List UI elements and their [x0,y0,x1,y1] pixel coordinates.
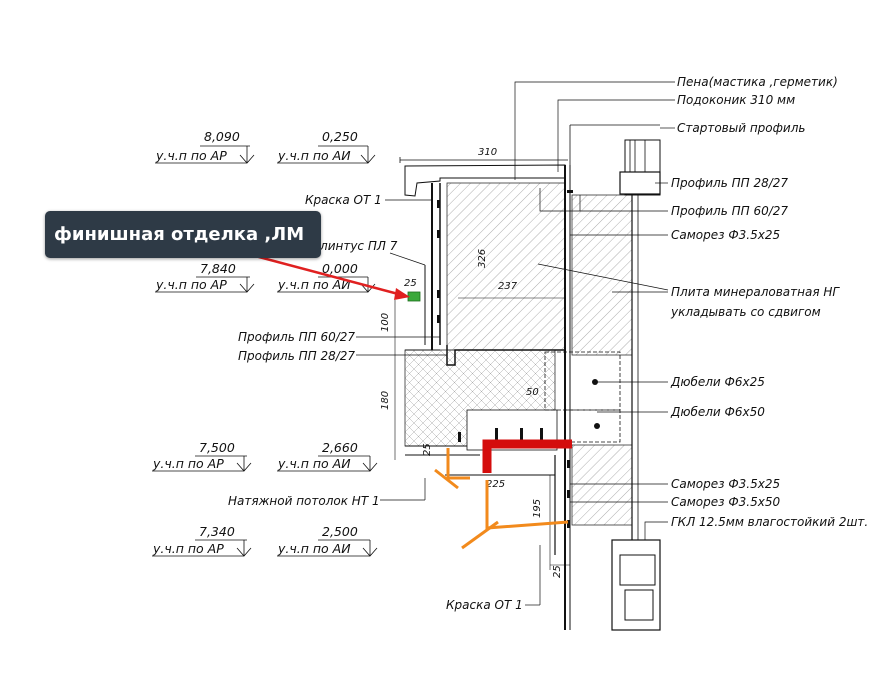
level-value: 0,250 [322,129,358,144]
dim-237: 237 [498,281,518,292]
label-plita2: укладывать со сдвигом [670,305,821,319]
level-mark-7840: 7,840 у.ч.п по АР [155,261,255,293]
level-mark-7340: 7,340 у.ч.п по АР [152,524,252,557]
level-label: у.ч.п по АР [152,456,224,471]
level-mark-0250: 0,250 у.ч.п по АИ [277,129,376,164]
annotation-tooltip: финишная отделка ,ЛМ [45,211,321,258]
label-samorez2: Саморез Ф3.5х25 [671,477,780,491]
left-callouts: Краска ОТ 1 Плинтус ПЛ 7 Профиль ПП 60/2… [228,193,541,612]
level-value: 0,000 [322,261,358,276]
level-label: у.ч.п по АР [155,277,227,292]
label-plintus: Плинтус ПЛ 7 [311,239,398,253]
label-samorez1: Саморез Ф3.5х25 [671,228,780,242]
label-kraska-bottom: Краска ОТ 1 [446,598,523,612]
level-label: у.ч.п по АИ [277,541,351,556]
dim-25b: 25 [422,443,433,456]
level-label: у.ч.п по АР [152,541,224,556]
level-mark-7500: 7,500 у.ч.п по АР [152,440,252,472]
level-value: 7,840 [200,261,236,276]
label-potolok: Натяжной потолок НТ 1 [228,494,380,508]
level-label: у.ч.п по АР [155,148,227,163]
red-profile-markup [482,439,572,473]
level-value: 7,340 [199,524,235,539]
dim-326: 326 [477,249,488,268]
dim-25a: 25 [404,278,417,289]
label-pena: Пена(мастика ,герметик) [677,75,838,89]
level-label: у.ч.п по АИ [277,456,351,471]
label-pp60: Профиль ПП 60/27 [671,204,788,218]
level-label: у.ч.п по АИ [277,277,351,292]
dim-25c: 25 [552,565,563,578]
dim-310: 310 [478,147,497,158]
dim-180: 180 [380,391,391,410]
label-dubeli2: Дюбели Ф6х50 [670,405,765,419]
level-mark-8090: 8,090 у.ч.п по АР [155,129,255,164]
dim-50: 50 [526,387,539,398]
level-value: 7,500 [199,440,235,455]
dim-195: 195 [532,499,543,518]
label-plita1: Плита минераловатная НГ [671,285,840,299]
label-kraska-top: Краска ОТ 1 [305,193,382,207]
dim-225: 225 [486,479,505,490]
label-podokonnik: Подоконик 310 мм [677,93,795,107]
label-dubeli1: Дюбели Ф6х25 [670,375,765,389]
green-marker [407,291,421,302]
level-value: 2,660 [322,440,358,455]
window-frame [569,124,661,631]
dimensions: 326 237 25 100 180 50 25 225 195 25 [380,249,570,578]
dim-100: 100 [380,313,391,332]
level-mark-2500: 2,500 у.ч.п по АИ [277,524,378,557]
label-profil-28: Профиль ПП 28/27 [238,349,355,363]
level-value: 8,090 [204,129,240,144]
level-value: 2,500 [322,524,358,539]
fasteners [437,190,600,528]
right-callouts: Пена(мастика ,герметик) Подоконик 310 мм… [514,75,868,540]
label-pp28: Профиль ПП 28/27 [671,176,788,190]
label-profil-60: Профиль ПП 60/27 [238,330,355,344]
red-pointer-arrow [239,250,410,300]
level-mark-2660: 2,660 у.ч.п по АИ [277,440,378,472]
orange-markup [434,448,569,550]
label-gkl: ГКЛ 12.5мм влагостойкий 2шт. [671,515,868,529]
label-startovy: Стартовый профиль [677,121,805,135]
level-mark-0000: 0,000 у.ч.п по АИ [277,261,376,293]
label-samorez3: Саморез Ф3.5х50 [671,495,780,509]
level-label: у.ч.п по АИ [277,148,351,163]
